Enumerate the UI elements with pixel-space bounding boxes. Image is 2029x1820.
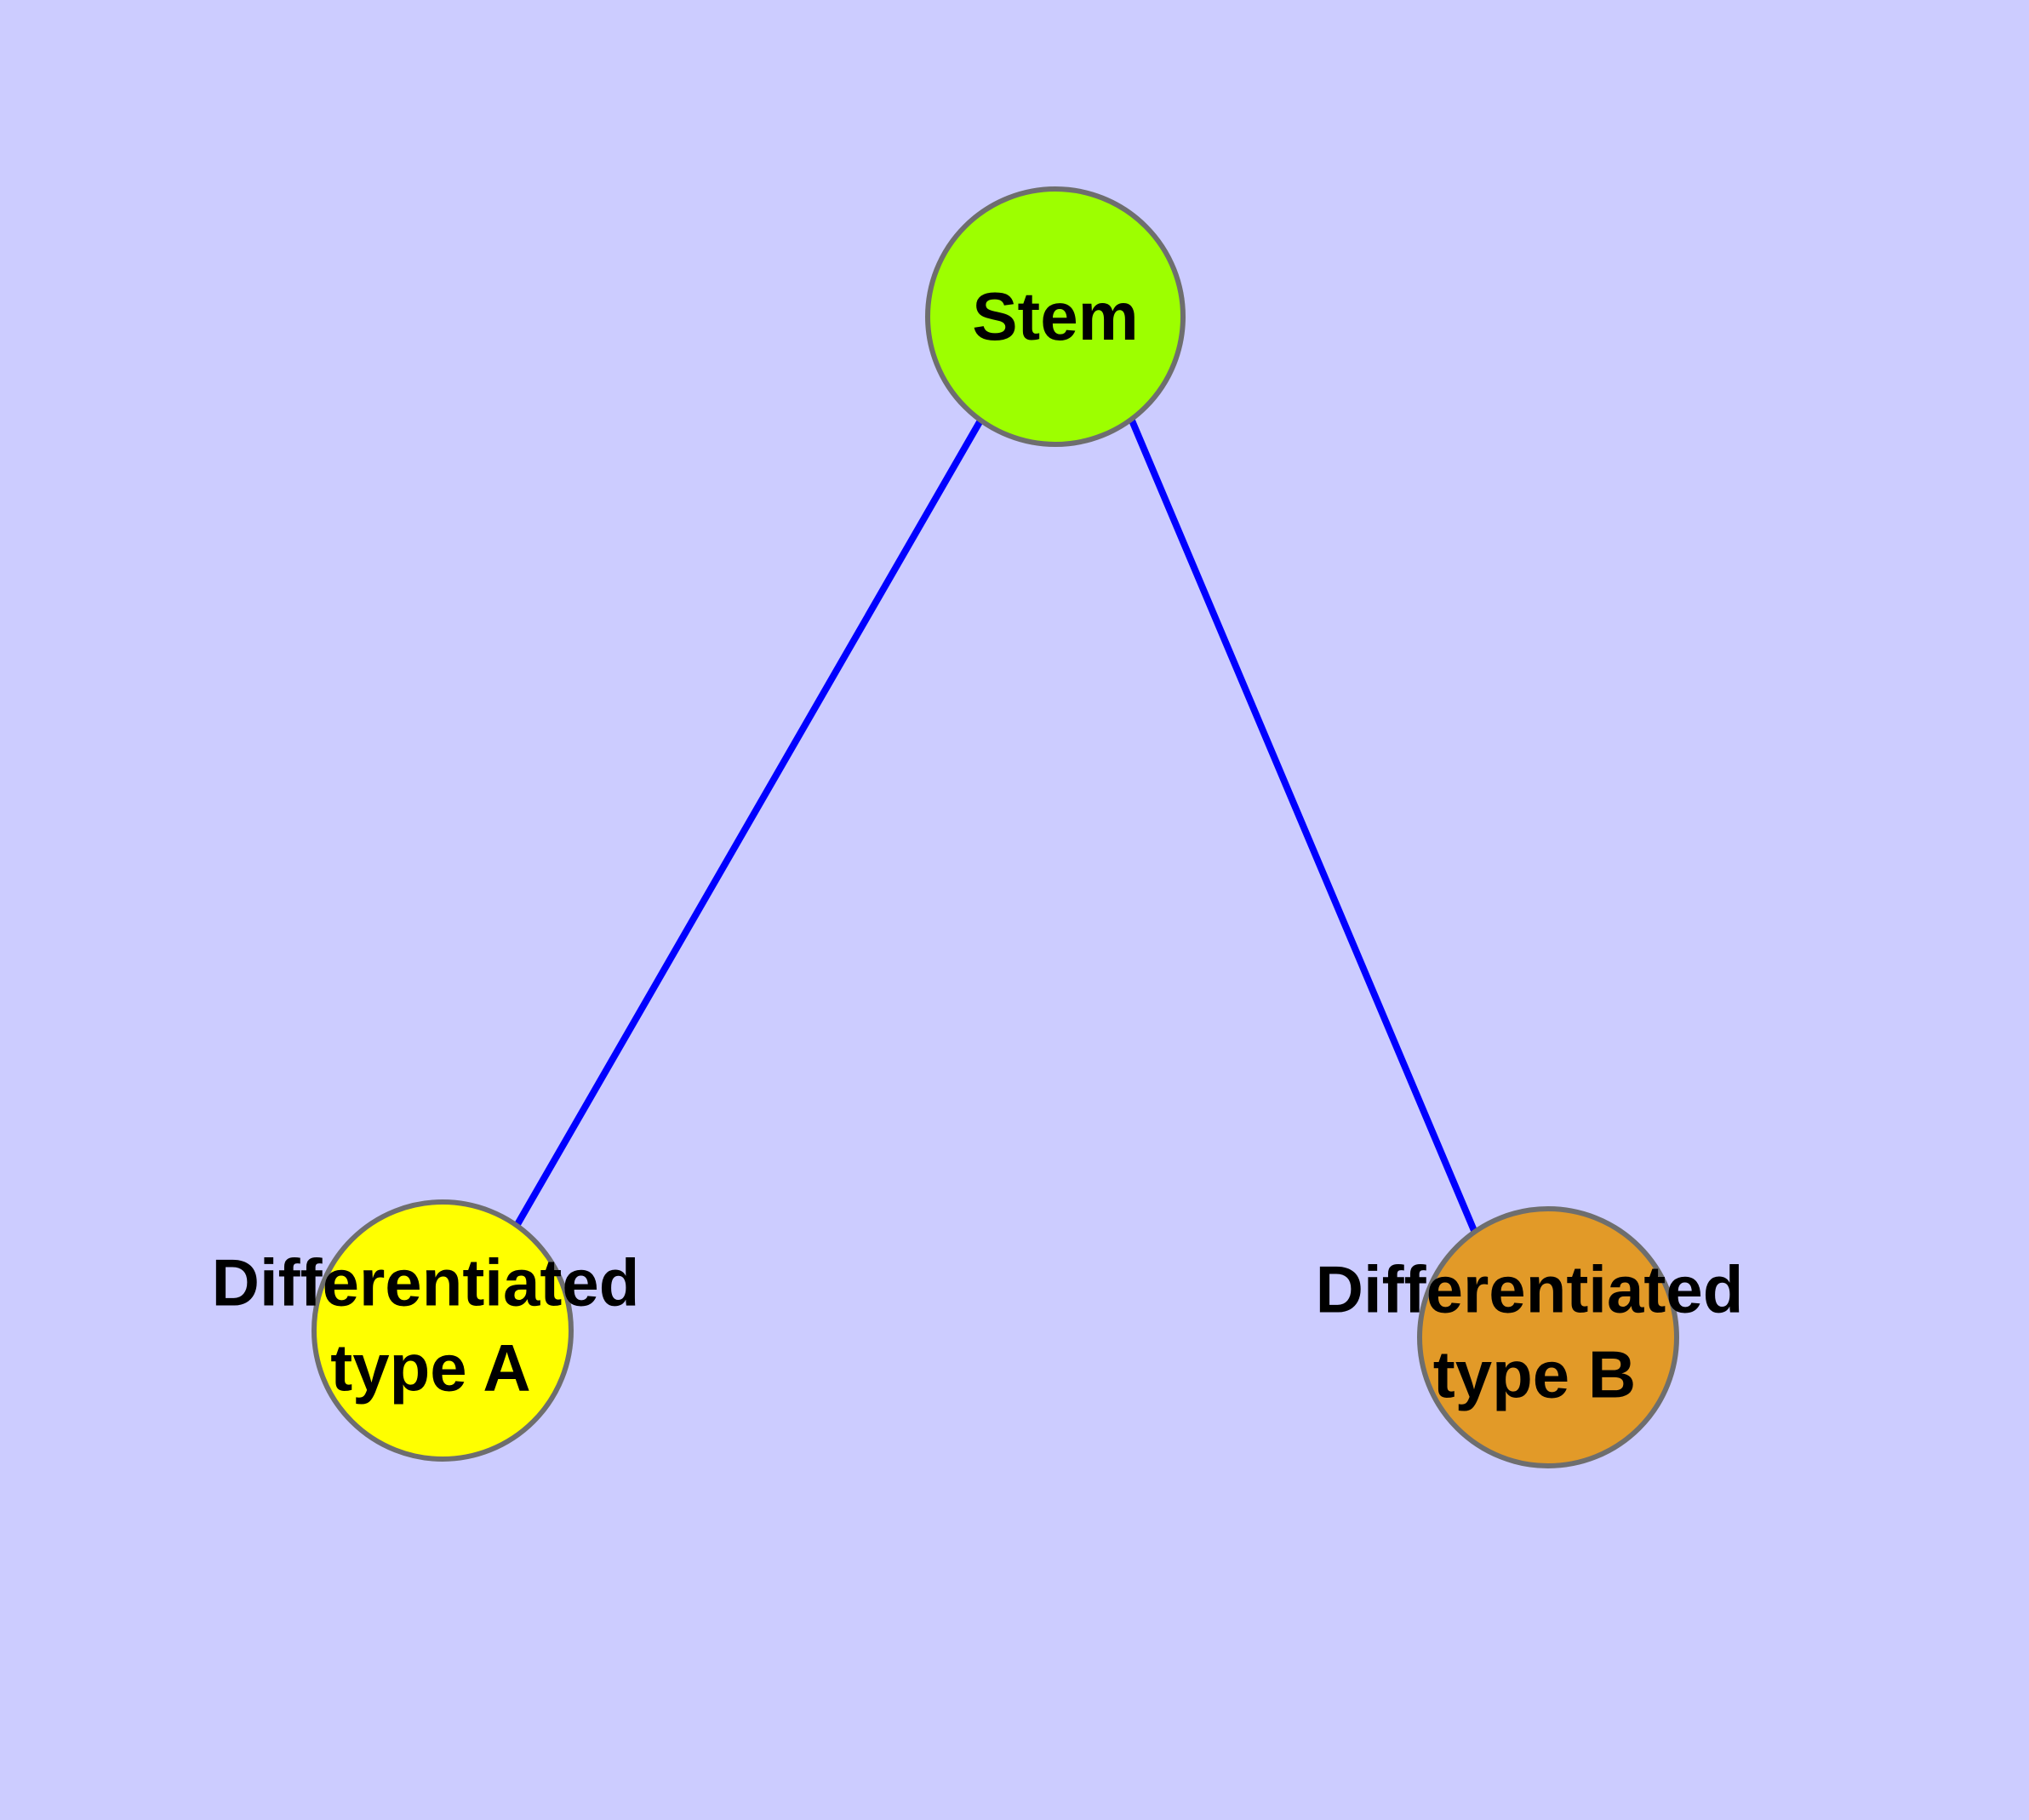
node-differentiated-type-b-circle[interactable]	[1417, 1206, 1679, 1468]
node-differentiated-type-a-circle[interactable]	[311, 1199, 574, 1462]
node-stem-label: Stem	[972, 278, 1139, 354]
node-stem[interactable]: Stem	[925, 186, 1186, 447]
node-differentiated-type-b[interactable]: Differentiated type B	[1316, 1206, 1744, 1468]
node-differentiated-type-a-label-line2: type A	[330, 1331, 531, 1405]
node-differentiated-type-b-label-line1: Differentiated	[1316, 1252, 1744, 1327]
node-differentiated-type-a-label-line1: Differentiated	[212, 1245, 640, 1320]
edge-stem-type-a[interactable]	[513, 419, 984, 1228]
node-stem-circle[interactable]	[925, 186, 1186, 447]
node-differentiated-type-b-label-line2: type B	[1433, 1337, 1636, 1412]
edge-stem-type-b[interactable]	[1129, 419, 1478, 1234]
edges-layer	[513, 419, 1478, 1234]
node-differentiated-type-a[interactable]: Differentiated type A	[212, 1199, 640, 1462]
nodes-layer: Stem Differentiated type A Differentiate…	[212, 186, 1744, 1468]
